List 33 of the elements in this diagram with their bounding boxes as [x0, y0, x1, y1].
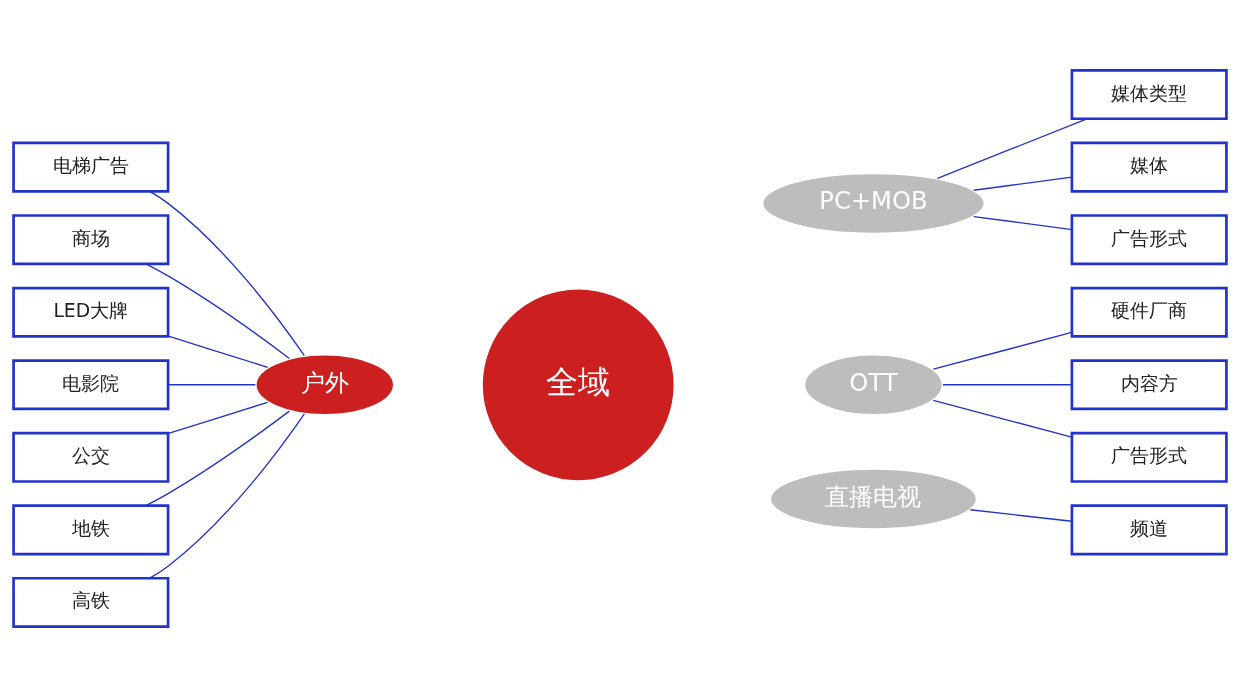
connector	[973, 176, 1073, 191]
connector	[932, 399, 1073, 438]
node-box: 广告形式	[1070, 431, 1228, 483]
node-box: 电影院	[12, 359, 170, 411]
connector	[167, 401, 269, 435]
node-ellipse: 户外	[253, 352, 396, 417]
node-box: 内容方	[1070, 359, 1228, 411]
node-box: LED大牌	[12, 286, 170, 338]
connector	[932, 331, 1073, 370]
node-box: 广告形式	[1070, 214, 1228, 266]
node-ellipse: PC+MOB	[760, 171, 987, 236]
connector	[936, 118, 1088, 180]
connector	[167, 384, 256, 386]
connector	[942, 384, 1073, 386]
node-ellipse: OTT	[802, 352, 945, 417]
node-circle: 全域	[480, 286, 677, 483]
node-box: 硬件厂商	[1070, 286, 1228, 338]
connector	[167, 335, 269, 368]
node-box: 电梯广告	[12, 141, 170, 193]
connector	[145, 263, 291, 360]
node-box: 公交	[12, 431, 170, 483]
node-ellipse: 直播电视	[768, 467, 979, 531]
connector	[145, 410, 291, 507]
node-box: 媒体类型	[1070, 69, 1228, 121]
node-box: 地铁	[12, 504, 170, 556]
node-box: 商场	[12, 214, 170, 266]
node-box: 媒体	[1070, 141, 1228, 193]
connector	[969, 509, 1073, 522]
connector	[973, 215, 1073, 231]
connector	[149, 190, 306, 357]
node-box: 高铁	[12, 576, 170, 628]
connector	[149, 413, 306, 579]
node-box: 频道	[1070, 504, 1228, 556]
